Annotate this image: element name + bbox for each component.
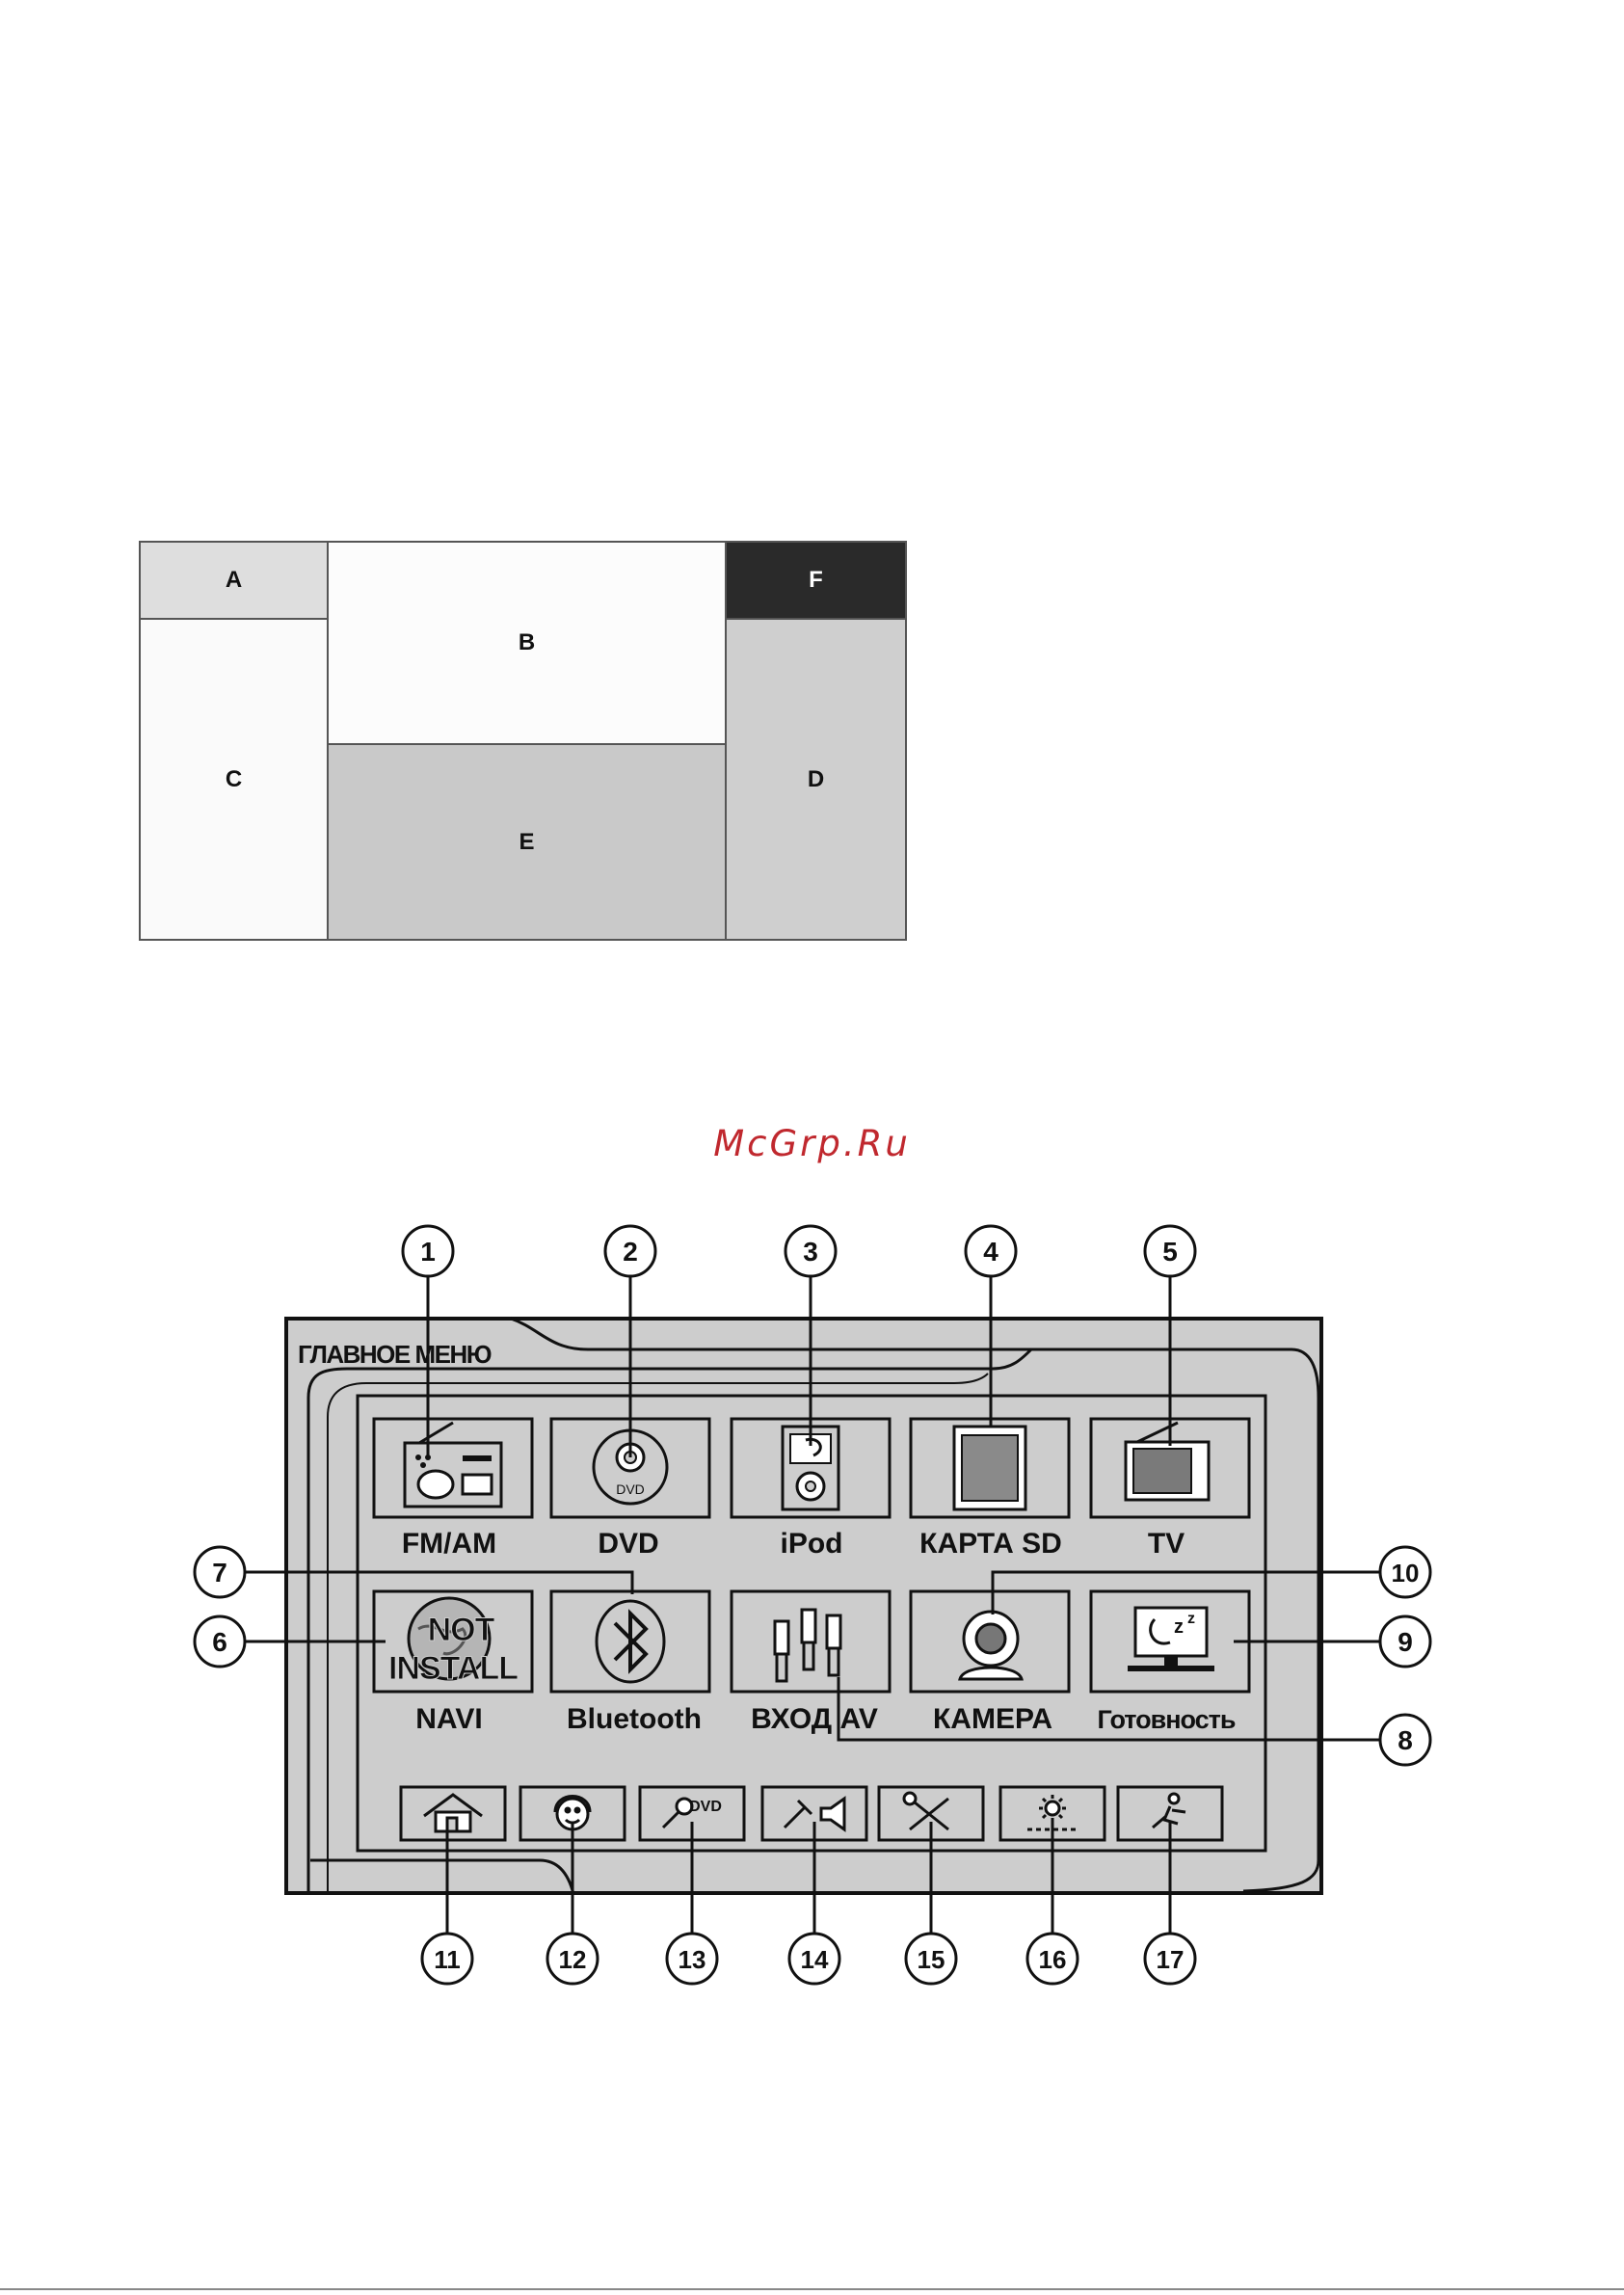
callout-10: 10	[1392, 1559, 1420, 1588]
callout-2: 2	[623, 1237, 638, 1267]
label-standby: Готовность	[1097, 1705, 1235, 1734]
callout-1: 1	[420, 1237, 436, 1267]
label-bluetooth: Bluetooth	[567, 1703, 702, 1735]
button-sd-frame	[911, 1419, 1069, 1517]
label-sd: КАРТА SD	[919, 1528, 1062, 1560]
label-tv: TV	[1148, 1528, 1185, 1560]
callout-17: 17	[1157, 1945, 1185, 1974]
page-bottom-rule	[0, 2288, 1624, 2290]
label-dvd: DVD	[598, 1528, 658, 1560]
navi-overlay-not: NOT	[428, 1612, 495, 1648]
label-ipod: iPod	[781, 1528, 843, 1560]
callout-13: 13	[679, 1945, 706, 1974]
callout-6: 6	[212, 1627, 227, 1657]
callout-11: 11	[434, 1945, 461, 1974]
label-fmam: FM/AM	[402, 1528, 496, 1560]
screen-title: ГЛАВНОЕ МЕНЮ	[298, 1340, 492, 1369]
callout-7: 7	[212, 1558, 227, 1588]
dvd-disc-label: DVD	[616, 1481, 645, 1497]
callout-16: 16	[1039, 1945, 1067, 1974]
svg-text:z: z	[1187, 1611, 1195, 1627]
button-camera-frame	[911, 1591, 1069, 1692]
callout-9: 9	[1398, 1627, 1413, 1657]
button-fmam-frame	[374, 1419, 532, 1517]
callout-12: 12	[559, 1945, 587, 1974]
button-bluetooth-frame	[551, 1591, 709, 1692]
navi-overlay-install: INSTALL	[388, 1650, 518, 1687]
callout-14: 14	[801, 1945, 829, 1974]
svg-text:z: z	[1174, 1616, 1184, 1638]
wrench-dvd-label: DVD	[689, 1799, 722, 1815]
label-camera: КАМЕРА	[933, 1703, 1052, 1735]
label-avin: ВХОД AV	[751, 1703, 878, 1735]
callout-15: 15	[918, 1945, 945, 1974]
callout-3: 3	[803, 1237, 818, 1267]
callout-4: 4	[983, 1237, 998, 1267]
button-avin-frame	[732, 1591, 890, 1692]
callout-5: 5	[1162, 1237, 1178, 1267]
callout-8: 8	[1398, 1725, 1413, 1755]
button-standby-frame: z z	[1091, 1591, 1249, 1692]
label-navi: NAVI	[415, 1703, 482, 1735]
